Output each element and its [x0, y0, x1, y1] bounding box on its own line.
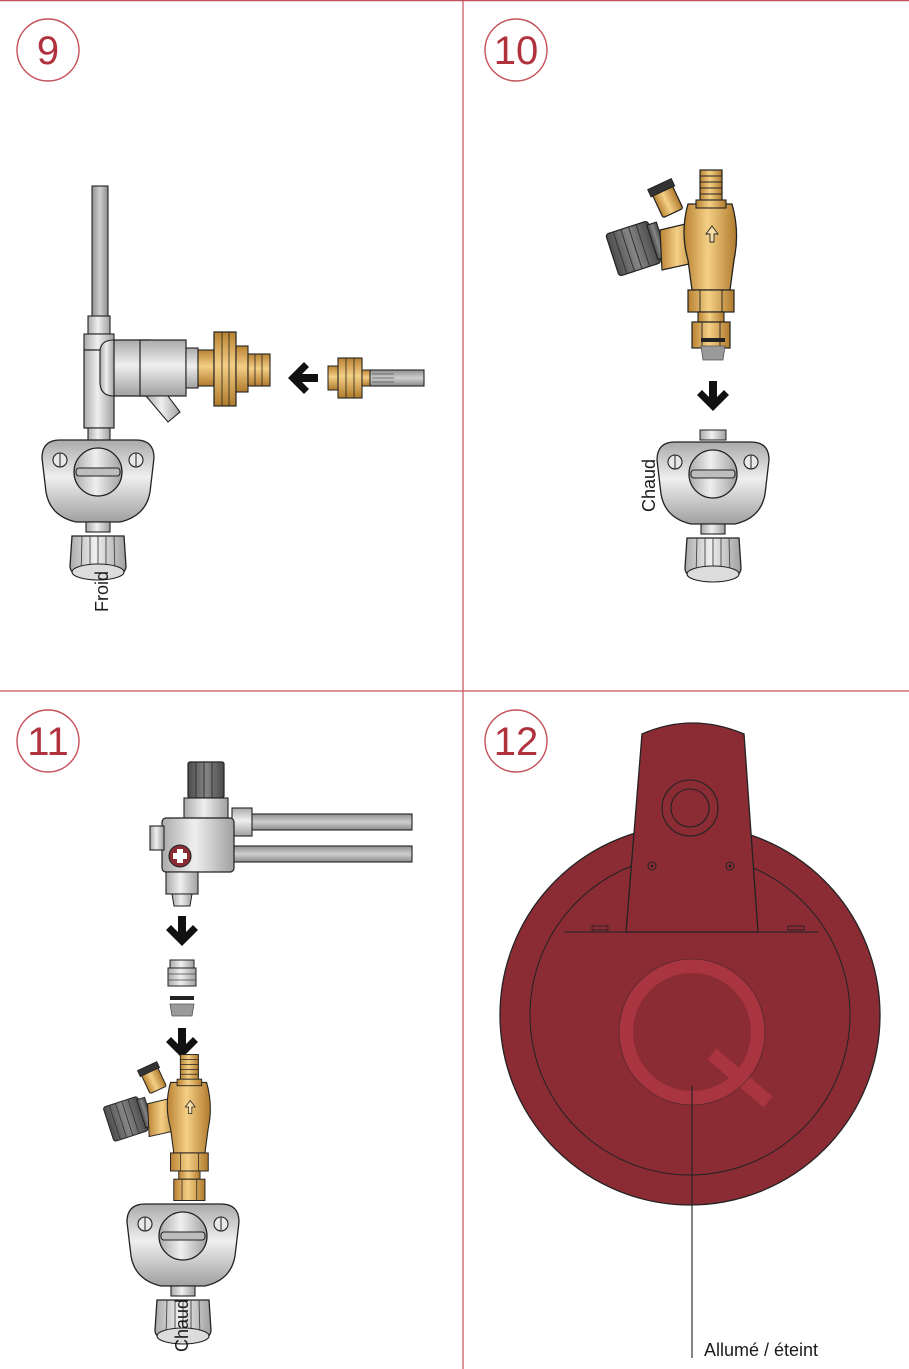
- plus-icon: [173, 849, 187, 863]
- step-badge-12: [484, 709, 548, 773]
- panel-12: 12 Allumé / éteint: [484, 709, 881, 1360]
- step-number-11: 11: [27, 720, 69, 764]
- label-chaud-10: Chaud: [639, 459, 659, 512]
- panel-10: 10 Chaud: [484, 18, 770, 583]
- arrow-left-icon: [288, 362, 318, 394]
- label-chaud-11: Chaud: [172, 1299, 192, 1352]
- step-number-12: 12: [494, 720, 539, 764]
- step-number-9: 9: [37, 29, 59, 73]
- label-froid: Froid: [92, 571, 112, 612]
- step-number-10: 10: [494, 29, 539, 73]
- panel-11: 11 Chaud: [16, 709, 413, 1352]
- step-badge-10: [484, 18, 548, 82]
- panel-9: 9 Froid: [16, 18, 425, 612]
- label-allume-eteint: Allumé / éteint: [704, 1340, 818, 1360]
- step-badge-11: [16, 709, 80, 773]
- step-badge-9: [16, 18, 80, 82]
